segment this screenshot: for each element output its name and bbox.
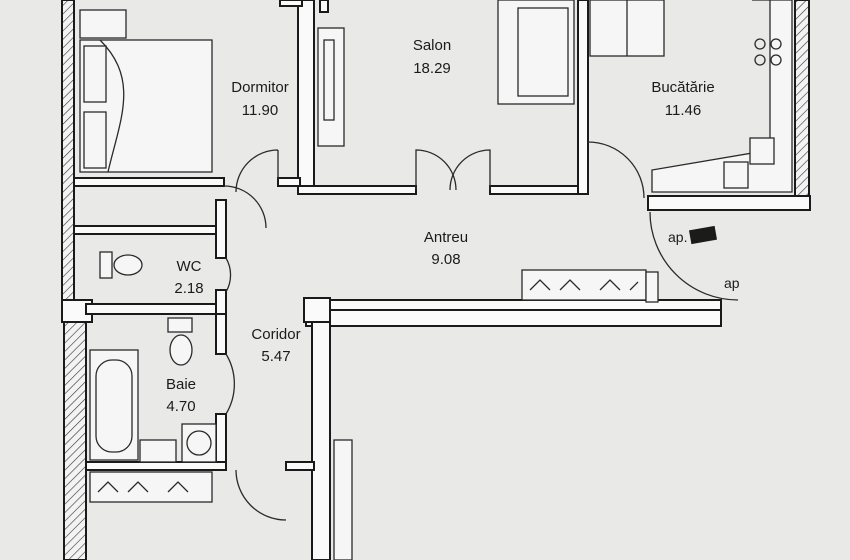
room-area-coridor: 5.47 (261, 348, 290, 365)
bathtub-inner (95, 359, 133, 453)
kitchen-counter (651, 0, 793, 193)
baie-bottom-wall (85, 461, 227, 471)
salon-bottom-wall-right (489, 185, 586, 195)
wc-cistern (99, 251, 113, 279)
door-baie (225, 353, 236, 415)
shoe-cabinet (645, 271, 659, 303)
room-area-baie: 4.70 (166, 398, 195, 415)
room-name-antreu: Antreu (424, 229, 468, 246)
doors (223, 141, 739, 521)
kitchen-sink (749, 137, 775, 165)
wardrobe-hangers (529, 279, 639, 291)
apartment-tags: ap. ap (668, 225, 740, 291)
room-name-dormitor: Dormitor (231, 79, 289, 96)
room-name-baie: Baie (166, 376, 196, 393)
door-dormitor (235, 149, 279, 193)
antreu-bottom-wall-inner (305, 309, 722, 327)
room-name-salon: Salon (413, 37, 451, 54)
room-labels: Salon 18.29 Dormitor 11.90 Bucătărie 11.… (166, 37, 715, 415)
dormitor-bottom-wall (73, 177, 225, 187)
kitchen-sink-2 (723, 161, 749, 189)
bed-sheet-fold (99, 39, 125, 173)
room-area-antreu: 9.08 (431, 251, 460, 268)
neighbor-apartment-tag: ap (724, 275, 740, 291)
room-area-salon: 18.29 (413, 60, 451, 77)
room-name-wc: WC (177, 258, 202, 275)
stove-burner (770, 54, 782, 66)
furniture (79, 0, 793, 560)
washbasin (139, 439, 177, 463)
bed-pillow (83, 45, 107, 103)
door-lower-room (235, 469, 287, 521)
stove-burner (754, 54, 766, 66)
room-area-dormitor: 11.90 (242, 102, 278, 119)
door-dormitor-lower (223, 185, 267, 229)
wc-top-wall (73, 225, 227, 235)
door-salon-left (415, 149, 457, 191)
lower-room-shelf (333, 439, 353, 560)
apartment-number-redaction (688, 225, 718, 245)
bed-pillow-2 (83, 111, 107, 169)
salon-bottom-wall-left (297, 185, 417, 195)
stove-burner (770, 38, 782, 50)
lower-partition (285, 461, 315, 471)
right-outer-wall (794, 0, 810, 206)
room-name-coridor: Coridor (251, 326, 300, 343)
nightstand (79, 9, 127, 39)
washing-machine-drum (186, 430, 212, 456)
kitchen-bottom-wall (647, 195, 811, 211)
wc-right-wall-lower (215, 289, 227, 315)
baie-right-wall-lower (215, 413, 227, 465)
wardrobe-antreu (521, 269, 647, 301)
dormitor-bottom-wall-right (277, 177, 301, 187)
tv (323, 39, 335, 121)
room-area-bucatarie: 11.46 (665, 102, 701, 119)
corridor-right-wall (311, 299, 331, 560)
wc-sink (167, 317, 193, 333)
top-wall-stub-right (319, 0, 329, 13)
door-kitchen (587, 141, 645, 199)
structural-walls (61, 0, 811, 560)
baie-toilet-icon (169, 334, 193, 366)
antreu-bottom-wall (305, 299, 722, 311)
wc-baie-wall (85, 303, 225, 315)
apartment-tag: ap. (668, 229, 687, 245)
kitchen-left-wall (577, 0, 589, 195)
stove-burner (754, 38, 766, 50)
wardrobe-lower-hangers (97, 481, 189, 493)
corridor-pillar (303, 297, 331, 323)
top-wall-stub (279, 0, 303, 7)
door-wc (225, 257, 232, 293)
baie-right-wall (215, 313, 227, 355)
toilet-icon (113, 254, 143, 276)
salon-left-wall (297, 0, 315, 191)
room-area-wc: 2.18 (174, 280, 203, 297)
washing-machine (181, 423, 217, 463)
door-salon-right (449, 149, 491, 191)
left-outer-wall (61, 0, 75, 301)
left-outer-wall-lower (63, 299, 87, 560)
door-entrance (649, 211, 739, 301)
wardrobe-lower (89, 471, 213, 503)
wc-right-wall (215, 199, 227, 259)
sofa-seat (517, 7, 569, 97)
room-name-bucatarie: Bucătărie (651, 79, 714, 96)
